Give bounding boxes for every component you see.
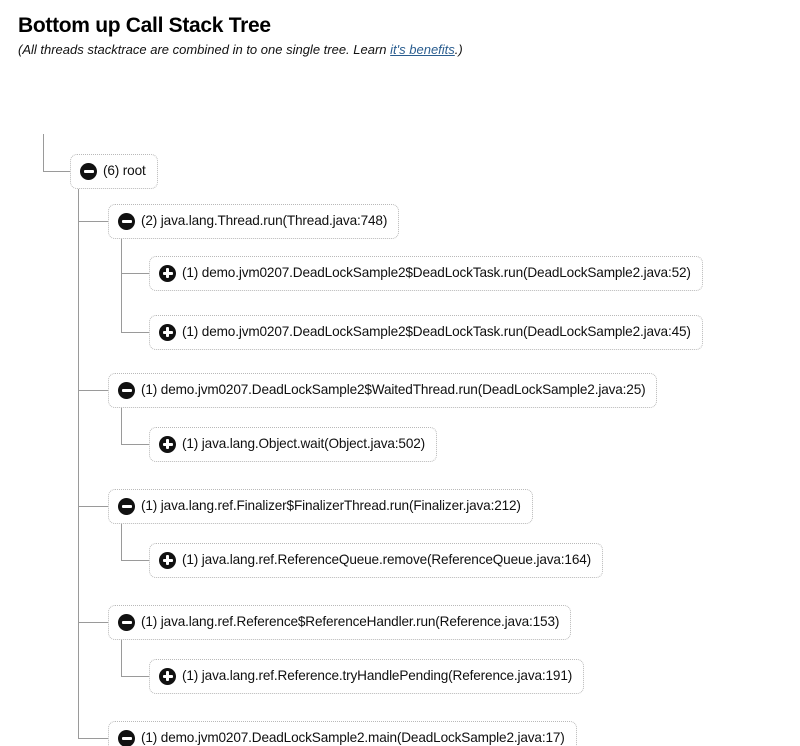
node-label: (1) demo.jvm0207.DeadLockSample2.main(De… (141, 730, 565, 746)
plus-circle-icon[interactable] (159, 264, 176, 282)
subtitle-suffix-text: .) (454, 42, 463, 58)
tree-node-level1[interactable]: (1) demo.jvm0207.DeadLockSample2.main(De… (108, 720, 577, 746)
plus-circle-icon[interactable] (159, 435, 176, 453)
tree-node-level1[interactable]: (2) java.lang.Thread.run(Thread.java:748… (108, 203, 400, 239)
tree-node-level1[interactable]: (1) java.lang.ref.Finalizer$FinalizerThr… (108, 488, 533, 524)
page-subtitle: (All threads stacktrace are combined in … (18, 42, 800, 58)
tree-connector-vertical (43, 133, 44, 172)
minus-circle-icon[interactable] (80, 162, 97, 180)
tree-connector-vertical (121, 238, 122, 333)
tree-connector-vertical (121, 639, 122, 677)
tree-node-root[interactable]: (6) root (70, 153, 158, 189)
tree-connector-horizontal (121, 676, 149, 678)
minus-circle-icon[interactable] (118, 729, 135, 746)
tree-connector-horizontal (78, 506, 108, 508)
node-label: (6) root (103, 163, 146, 179)
page-header: Bottom up Call Stack Tree (All threads s… (0, 0, 800, 58)
tree-node-level2[interactable]: (1) java.lang.ref.Reference.tryHandlePen… (149, 658, 585, 694)
node-label: (1) java.lang.ref.Reference.tryHandlePen… (182, 668, 573, 684)
node-label: (1) demo.jvm0207.DeadLockSample2$WaitedT… (141, 382, 646, 398)
tree-node-level1[interactable]: (1) demo.jvm0207.DeadLockSample2$WaitedT… (108, 372, 658, 408)
tree-connector-horizontal (78, 221, 108, 223)
plus-circle-icon[interactable] (159, 551, 176, 569)
subtitle-prefix-text: (All threads stacktrace are combined in … (18, 42, 391, 58)
tree-node-level2[interactable]: (1) demo.jvm0207.DeadLockSample2$DeadLoc… (149, 314, 703, 350)
tree-connector-vertical (78, 188, 79, 739)
tree-connector-horizontal (121, 444, 149, 446)
node-label: (1) java.lang.Object.wait(Object.java:50… (182, 436, 426, 452)
tree-node-level2[interactable]: (1) demo.jvm0207.DeadLockSample2$DeadLoc… (149, 255, 703, 291)
tree-connector-horizontal (78, 390, 108, 392)
minus-circle-icon[interactable] (118, 497, 135, 515)
tree-connector-horizontal (78, 738, 108, 740)
node-label: (1) java.lang.ref.Reference$ReferenceHan… (141, 614, 560, 630)
node-label: (1) java.lang.ref.Finalizer$FinalizerThr… (141, 498, 521, 514)
tree-connector-horizontal (121, 560, 149, 562)
plus-circle-icon[interactable] (159, 323, 176, 341)
tree-node-level1[interactable]: (1) java.lang.ref.Reference$ReferenceHan… (108, 604, 572, 640)
minus-circle-icon[interactable] (118, 381, 135, 399)
tree-node-level2[interactable]: (1) java.lang.Object.wait(Object.java:50… (149, 426, 438, 462)
node-label: (2) java.lang.Thread.run(Thread.java:748… (141, 213, 388, 229)
node-label: (1) java.lang.ref.ReferenceQueue.remove(… (182, 552, 592, 568)
plus-circle-icon[interactable] (159, 667, 176, 685)
tree-connector-horizontal (121, 273, 149, 275)
node-label: (1) demo.jvm0207.DeadLockSample2$DeadLoc… (182, 265, 691, 281)
tree-connector-vertical (121, 523, 122, 561)
its-benefits-link[interactable]: it's benefits (390, 42, 455, 58)
minus-circle-icon[interactable] (118, 212, 135, 230)
tree-node-level2[interactable]: (1) java.lang.ref.ReferenceQueue.remove(… (149, 542, 604, 578)
tree-connector-vertical (121, 407, 122, 445)
node-label: (1) demo.jvm0207.DeadLockSample2$DeadLoc… (182, 324, 691, 340)
tree-connector-horizontal (121, 332, 149, 334)
tree-connector-horizontal (43, 171, 70, 173)
minus-circle-icon[interactable] (118, 613, 135, 631)
tree-connector-horizontal (78, 622, 108, 624)
page-title: Bottom up Call Stack Tree (18, 14, 271, 37)
